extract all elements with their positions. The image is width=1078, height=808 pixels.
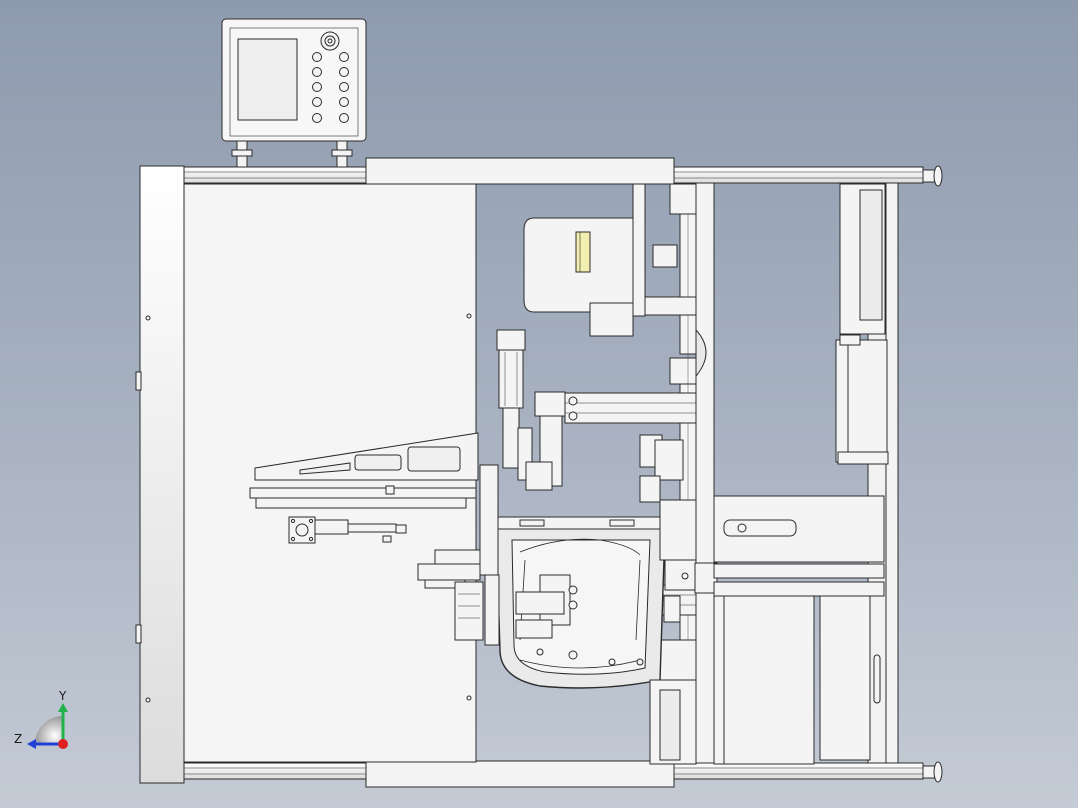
x-axis-dot-icon bbox=[58, 739, 68, 749]
leveling-foot-top-icon bbox=[922, 165, 943, 187]
keypad-buttons[interactable] bbox=[312, 52, 349, 123]
mount-plate-icon bbox=[288, 516, 316, 544]
arm-slot-2 bbox=[354, 454, 402, 471]
slider-handle-icon[interactable] bbox=[723, 519, 797, 537]
gripper-arm[interactable] bbox=[249, 432, 479, 544]
hmi-screen bbox=[237, 38, 298, 121]
seat-frame-part[interactable] bbox=[495, 516, 666, 689]
top-rail-cover bbox=[365, 157, 675, 185]
panel-mount-brackets bbox=[231, 140, 353, 168]
triad-icon[interactable]: Y Z bbox=[14, 689, 68, 749]
vertical-actuator[interactable] bbox=[496, 329, 578, 491]
right-clamp-assembly[interactable] bbox=[639, 434, 718, 623]
left-side-cover[interactable] bbox=[135, 165, 185, 784]
arm-slot-3 bbox=[407, 446, 461, 472]
motor-unit[interactable] bbox=[523, 183, 678, 337]
left-clamp-assembly[interactable] bbox=[417, 464, 500, 646]
right-rack[interactable] bbox=[649, 183, 889, 765]
control-panel[interactable] bbox=[221, 18, 367, 168]
z-axis-label: Z bbox=[14, 732, 22, 746]
bottom-rail-cover bbox=[365, 760, 675, 788]
leveling-foot-bottom-icon bbox=[922, 761, 943, 783]
y-axis-label: Y bbox=[58, 689, 67, 703]
arm-slot-1 bbox=[299, 462, 351, 475]
navigation-dial-icon[interactable] bbox=[320, 31, 340, 51]
